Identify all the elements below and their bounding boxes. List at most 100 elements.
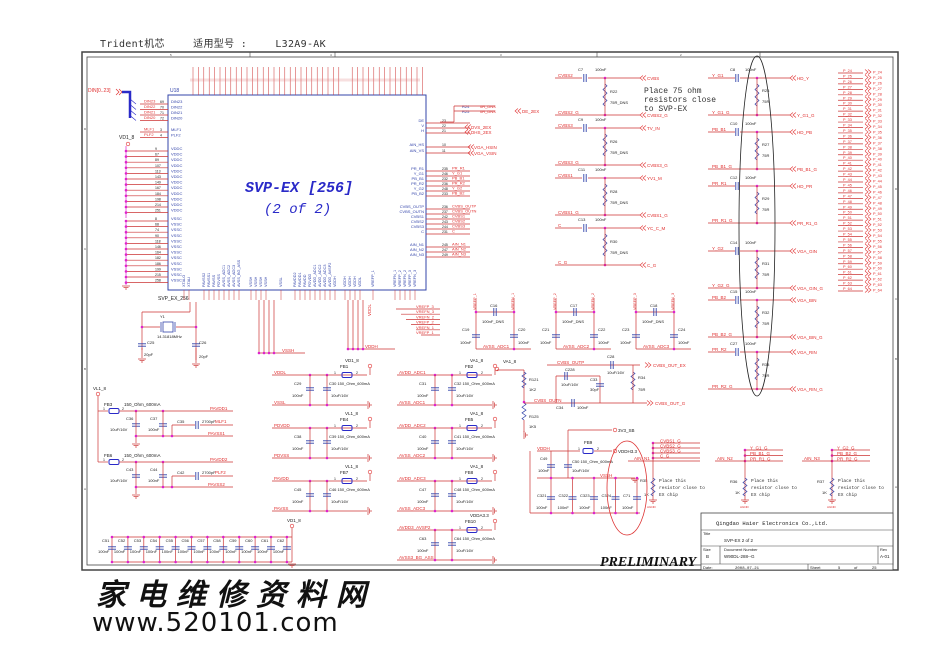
title-label: Title [703, 531, 711, 536]
port-label: P_52 [873, 223, 882, 227]
capacitor-value: 100nF_DNS [482, 319, 504, 324]
capacitor-value: 100nF [178, 549, 190, 554]
pin-name: PAVDD2 [293, 272, 297, 287]
frame-row-label: D [895, 187, 898, 191]
rail-label: VDDH3.3 [618, 449, 638, 454]
capacitor-ref: C33 [590, 377, 598, 382]
pin-name: VREFN_1 [393, 270, 397, 287]
net-label: C_G [558, 260, 568, 265]
resistor-ref: R125 [529, 414, 539, 419]
junction-dot [237, 560, 241, 564]
junction-dot [170, 434, 174, 438]
capacitor-value: 100nF [417, 548, 429, 553]
junction-dot [592, 476, 596, 480]
pin-number: 2 [356, 371, 358, 375]
junction-dot [257, 351, 261, 355]
ain-bias-section: Y_G1_GPB_B1_GPR_R1_GAIN_N2R361KAGNDPlace… [715, 446, 884, 509]
net-label: AVSS_ADC2 [399, 453, 426, 458]
junction-dot [433, 403, 437, 407]
bus-net-label: P_54 [843, 233, 852, 237]
junction-dot [635, 511, 639, 515]
rail-label: VA1_8 [503, 359, 517, 364]
capacitor-ref: C324 [602, 493, 612, 498]
capacitor-ref: C21 [542, 327, 550, 332]
rail-label: VA1_8 [470, 358, 484, 363]
pin-name: Y_G2 [414, 186, 425, 191]
net-label: AGND [647, 505, 657, 509]
capacitor-ref: C37 [150, 416, 158, 421]
ferrite-bead-icon [582, 448, 594, 454]
resistor-value: 1K [822, 490, 827, 495]
bus-net-label: P_53 [843, 227, 852, 231]
chassis-label: Trident机芯 [100, 39, 165, 50]
port-arrow-icon [789, 112, 797, 118]
ferrite-ref: FB5 [465, 417, 474, 422]
right-net-label: PB_B2 [452, 191, 465, 196]
pin-number: 2 [356, 477, 358, 481]
left-net-label: PLF2 [144, 132, 154, 137]
junction-dot [592, 511, 596, 515]
junction-dot [325, 403, 329, 407]
bus-net-label: P_41 [843, 162, 852, 166]
power-port-icon [492, 518, 498, 524]
resistor-ref: R23 [762, 88, 770, 93]
capacitor-value: 100nF [536, 505, 548, 510]
bus-net-label: P_50 [843, 211, 852, 215]
ferrite-ref: FB2 [465, 364, 474, 369]
placement-note: EX chip [838, 492, 857, 498]
pin-name: CVBS_OUTN [400, 209, 425, 214]
port-label: P_61 [873, 272, 882, 276]
port-arrow-icon [864, 96, 872, 102]
capacitor-value: 100nF [579, 505, 591, 510]
net-label: CVBS_OUTP [557, 360, 584, 365]
right-net-label: Y_G2 [452, 186, 463, 191]
port-arrow-icon [864, 243, 872, 250]
sheet-title: SVP-EX 2 of 2 [724, 538, 754, 543]
capacitor-value: 100nF [193, 549, 205, 554]
resistor-ref: R33 [762, 362, 770, 367]
pin-name: PR_R2 [411, 181, 425, 186]
junction-dot [554, 310, 558, 314]
pin-name: VDDC [171, 146, 182, 151]
port-arrow-icon [864, 101, 872, 108]
net-label: AVDD_ADC1 [399, 370, 426, 375]
capacitor-value: 100nF [98, 549, 110, 554]
capacitor-ref: C17 [570, 303, 578, 308]
power-port-icon [492, 416, 498, 422]
port-arrow-icon [864, 172, 872, 179]
pin-name: PAVSS [212, 274, 216, 287]
power-port-icon [367, 469, 373, 475]
junction-dot [194, 325, 198, 329]
power-port-icon [492, 363, 498, 369]
left-net-label: DIN22 [144, 104, 156, 109]
port-arrow-icon [864, 129, 872, 135]
capacitor-ref: C30 150_Ohm_600mA [329, 381, 370, 386]
pin-number: 231 [442, 230, 448, 234]
port-arrow-icon [864, 221, 872, 228]
net-label: Y_G2_G [712, 283, 730, 288]
port-arrow-icon [864, 238, 872, 244]
bus-net-label: P_46 [843, 189, 852, 193]
rail-label: VL1_8 [345, 411, 359, 416]
pin-number: 2 [122, 407, 124, 411]
pin-number: 235 [442, 167, 448, 171]
port-label: VGA_RIN [797, 350, 817, 355]
junction-dot [269, 535, 273, 539]
capacitor-ref: C22 [598, 327, 606, 332]
vd1-8-label: VD1_8 [119, 135, 135, 141]
net-label: AVDD_ADC3 [399, 476, 426, 481]
capacitor-ref: C49 [540, 456, 548, 461]
bus-net-label: P_43 [843, 173, 852, 177]
vd1-8-rail: VD1_8 [119, 135, 135, 147]
ferrite-ref: FB1 [340, 364, 349, 369]
ferrite-bead-icon [108, 408, 120, 414]
pin-name: XTALO [182, 275, 186, 287]
capacitor-value: 100nF [209, 549, 221, 554]
resistor-value: 1K2 [529, 387, 537, 392]
capacitor-value: 10uF/16V [561, 382, 579, 387]
junction-dot [272, 351, 276, 355]
pin-number: 249 [442, 253, 448, 257]
bus-net-label: P_38 [843, 145, 852, 149]
placement-note: Place 75 ohm [644, 87, 702, 96]
